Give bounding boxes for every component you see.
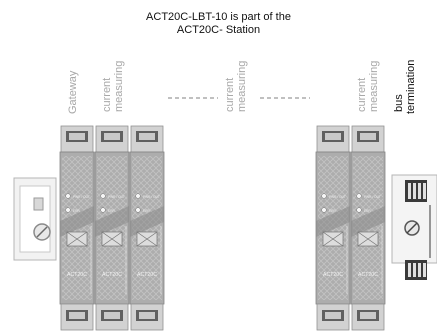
module-gateway: PWR / OUT ERR ACT20C [59, 125, 95, 331]
pwr-led-label: PWR / OUT [364, 195, 381, 199]
err-led-label: ERR [329, 209, 336, 213]
module-fade-right [314, 124, 387, 334]
module-current-measuring-1: PWR / OUT ERR ACT20C [94, 125, 130, 331]
module-brand-label: ACT20C [67, 272, 87, 278]
err-led-label: ERR [364, 209, 371, 213]
module-current-measuring-2: PWR / OUT ERR ACT20C [129, 125, 165, 331]
module-current-measuring-3: PWR / OUT ERR ACT20C [315, 125, 351, 331]
pwr-led-label: PWR / OUT [143, 195, 160, 199]
module-brand-label: ACT20C [102, 272, 122, 278]
module-brand-label: ACT20C [137, 272, 157, 278]
left-end-bracket [13, 177, 57, 261]
err-led-label: ERR [143, 209, 150, 213]
caption-line-2: ACT20C- Station [176, 24, 261, 36]
right-end-bracket [391, 174, 437, 280]
module-current-measuring-4: PWR / OUT ERR ACT20C [350, 125, 386, 331]
err-led-label: ERR [73, 209, 80, 213]
pwr-led-label: PWR / OUT [329, 195, 346, 199]
pwr-led-label: PWR / OUT [108, 195, 125, 199]
pwr-led-label: PWR / OUT [73, 195, 90, 199]
module-brand-label: ACT20C [323, 272, 343, 278]
module-fade-left [58, 124, 166, 334]
err-led-label: ERR [108, 209, 115, 213]
module-brand-label: ACT20C [358, 272, 378, 278]
caption-line-1: ACT20C-LBT-10 is part of the [146, 11, 291, 23]
